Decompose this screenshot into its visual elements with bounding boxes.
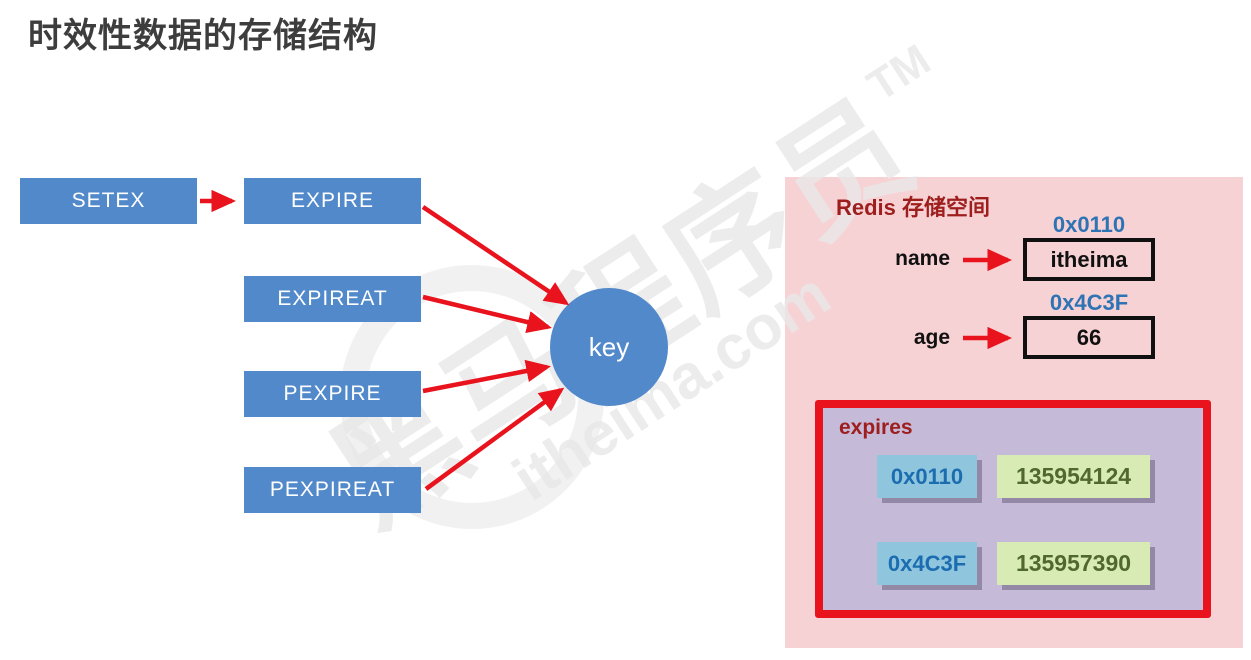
command-box-expireat: EXPIREAT bbox=[244, 276, 421, 322]
arrow-expire-to-key bbox=[421, 205, 570, 306]
page-title: 时效性数据的存储结构 bbox=[28, 17, 378, 55]
command-box-pexpire: PEXPIRE bbox=[244, 371, 421, 417]
entry-value-box-age: 66 bbox=[1023, 316, 1155, 359]
expires-label: expires bbox=[839, 416, 913, 439]
entry-value-age: 66 bbox=[1076, 324, 1102, 350]
entry-key-age: age bbox=[913, 326, 950, 349]
arrow-expireat-to-key bbox=[422, 294, 552, 334]
command-box-pexpireat: PEXPIREAT bbox=[244, 467, 421, 513]
command-label-pexpire: PEXPIRE bbox=[283, 382, 382, 405]
command-label-expire: EXPIRE bbox=[290, 189, 375, 212]
command-box-setex: SETEX bbox=[20, 178, 197, 224]
entry-value-name: itheima bbox=[1050, 246, 1128, 272]
arrow-pexpireat-to-key bbox=[424, 387, 565, 491]
expires-row-address: 0x0110 bbox=[877, 455, 977, 498]
entry-address-name: 0x0110 bbox=[1052, 212, 1126, 237]
expires-table: expires 0x0110 135954124 0x4C3F 13595739… bbox=[815, 400, 1211, 618]
watermark-tm-mark: TM bbox=[858, 35, 939, 111]
command-box-expire: EXPIRE bbox=[244, 178, 421, 224]
expires-row-timestamp: 135957390 bbox=[997, 542, 1150, 585]
key-node: key bbox=[550, 288, 668, 406]
key-node-label: key bbox=[588, 331, 630, 362]
redis-panel-title: Redis 存储空间 bbox=[836, 195, 991, 220]
entry-value-box-name: itheima bbox=[1023, 238, 1155, 281]
entry-key-name: name bbox=[895, 247, 950, 270]
command-label-pexpireat: PEXPIREAT bbox=[269, 478, 396, 501]
expires-row-address: 0x4C3F bbox=[877, 542, 977, 585]
entry-address-age: 0x4C3F bbox=[1049, 290, 1129, 315]
expires-row-timestamp: 135954124 bbox=[997, 455, 1150, 498]
command-label-expireat: EXPIREAT bbox=[277, 287, 388, 310]
command-label-setex: SETEX bbox=[71, 189, 146, 212]
arrow-pexpire-to-key bbox=[422, 359, 551, 394]
